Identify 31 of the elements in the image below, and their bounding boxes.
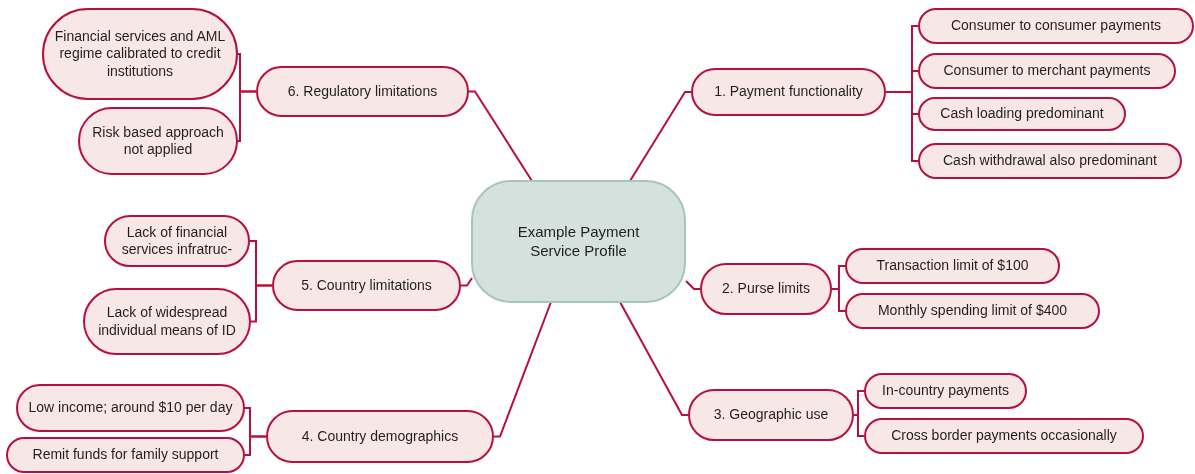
topic-box: Cash loading predominant <box>918 97 1126 131</box>
topic-box: Transaction limit of $100 <box>845 248 1060 284</box>
connector-line <box>685 280 701 290</box>
topic-box: Financial services and AML regime calibrated to credit institutions <box>42 8 238 100</box>
topic-box: Lack of widespread individual means of ID <box>83 288 251 355</box>
connector-line <box>244 435 267 456</box>
topic-box: 3. Geographic use <box>688 389 854 441</box>
topic-box: Consumer to merchant payments <box>918 53 1176 89</box>
connector-line <box>493 301 552 438</box>
connector-line <box>250 284 273 323</box>
topic-box: Remit funds for family support <box>6 437 245 473</box>
topic-box: 5. Country limitations <box>272 260 461 311</box>
topic-box: Consumer to consumer payments <box>918 8 1194 44</box>
topic-box: Cash withdrawal also predominant <box>918 143 1182 179</box>
central-topic-box: Example Payment Service Profile <box>471 180 686 303</box>
topic-box: Lack of financial services infratruc- <box>104 215 250 267</box>
topic-box: Monthly spending limit of $400 <box>845 293 1100 329</box>
topic-box: Cross border payments occasionally <box>864 418 1144 454</box>
connector-line <box>629 91 692 182</box>
topic-box: 1. Payment functionality <box>691 68 886 116</box>
connector-line <box>460 277 473 287</box>
topic-box: Risk based approach not applied <box>78 107 238 175</box>
topic-box: 6. Regulatory limitations <box>256 66 469 117</box>
topic-box: Low income; around $10 per day <box>16 384 245 432</box>
connector-line <box>831 288 846 312</box>
connector-line <box>468 90 533 182</box>
topic-box: 4. Country demographics <box>266 410 494 463</box>
topic-box: In-country payments <box>864 373 1027 409</box>
connector-line <box>237 90 257 142</box>
topic-box: 2. Purse limits <box>700 263 832 315</box>
connector-line <box>619 301 689 416</box>
